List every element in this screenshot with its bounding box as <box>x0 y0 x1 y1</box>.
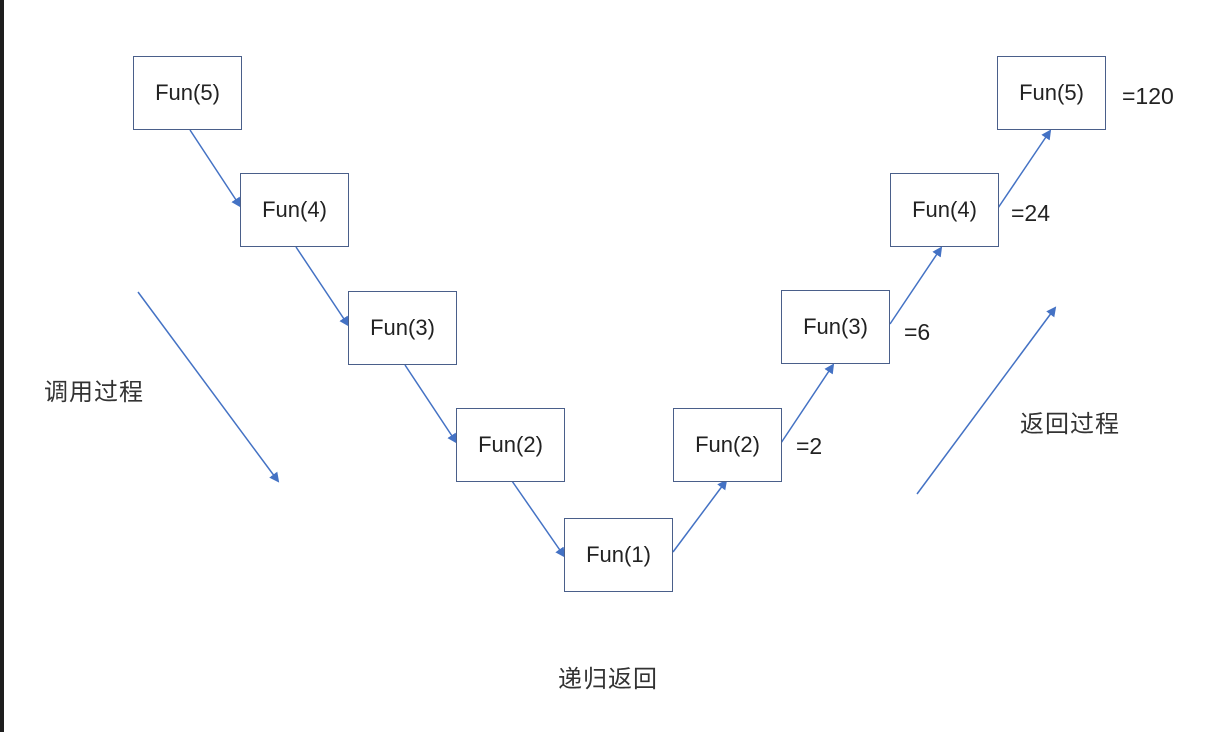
call-arrow-5-4 <box>189 129 242 208</box>
return-value-fun5: =120 <box>1122 83 1174 109</box>
call-node-fun4: Fun(4) <box>240 173 349 247</box>
return-value-fun4: =24 <box>1011 200 1051 226</box>
call-node-fun2: Fun(2) <box>456 408 565 482</box>
return-value-fun2: =2 <box>796 433 823 459</box>
return-arrow-2-3 <box>780 363 835 444</box>
return-node-fun5: Fun(5) <box>997 56 1106 130</box>
return-node-fun2: Fun(2) <box>673 408 782 482</box>
return-node-fun4: Fun(4) <box>890 173 999 247</box>
call-arrow-2-1 <box>511 480 566 558</box>
call-arrow-3-2 <box>404 364 458 444</box>
diagram-caption: 递归返回 <box>558 665 658 693</box>
call-node-fun5: Fun(5) <box>133 56 242 130</box>
call-node-fun1: Fun(1) <box>564 518 673 592</box>
return-node-fun3: Fun(3) <box>781 290 890 364</box>
return-arrow-4-5 <box>997 129 1052 209</box>
return-value-fun3: =6 <box>904 319 931 345</box>
return-process-label: 返回过程 <box>1020 410 1120 438</box>
return-arrow-1-2 <box>672 479 728 553</box>
call-node-fun3: Fun(3) <box>348 291 457 365</box>
call-process-label: 调用过程 <box>44 378 144 406</box>
return-process-arrow <box>916 306 1057 495</box>
call-process-arrow <box>137 291 280 483</box>
return-arrow-3-4 <box>889 246 943 325</box>
call-arrow-4-3 <box>295 246 350 327</box>
window-edge <box>0 0 4 732</box>
